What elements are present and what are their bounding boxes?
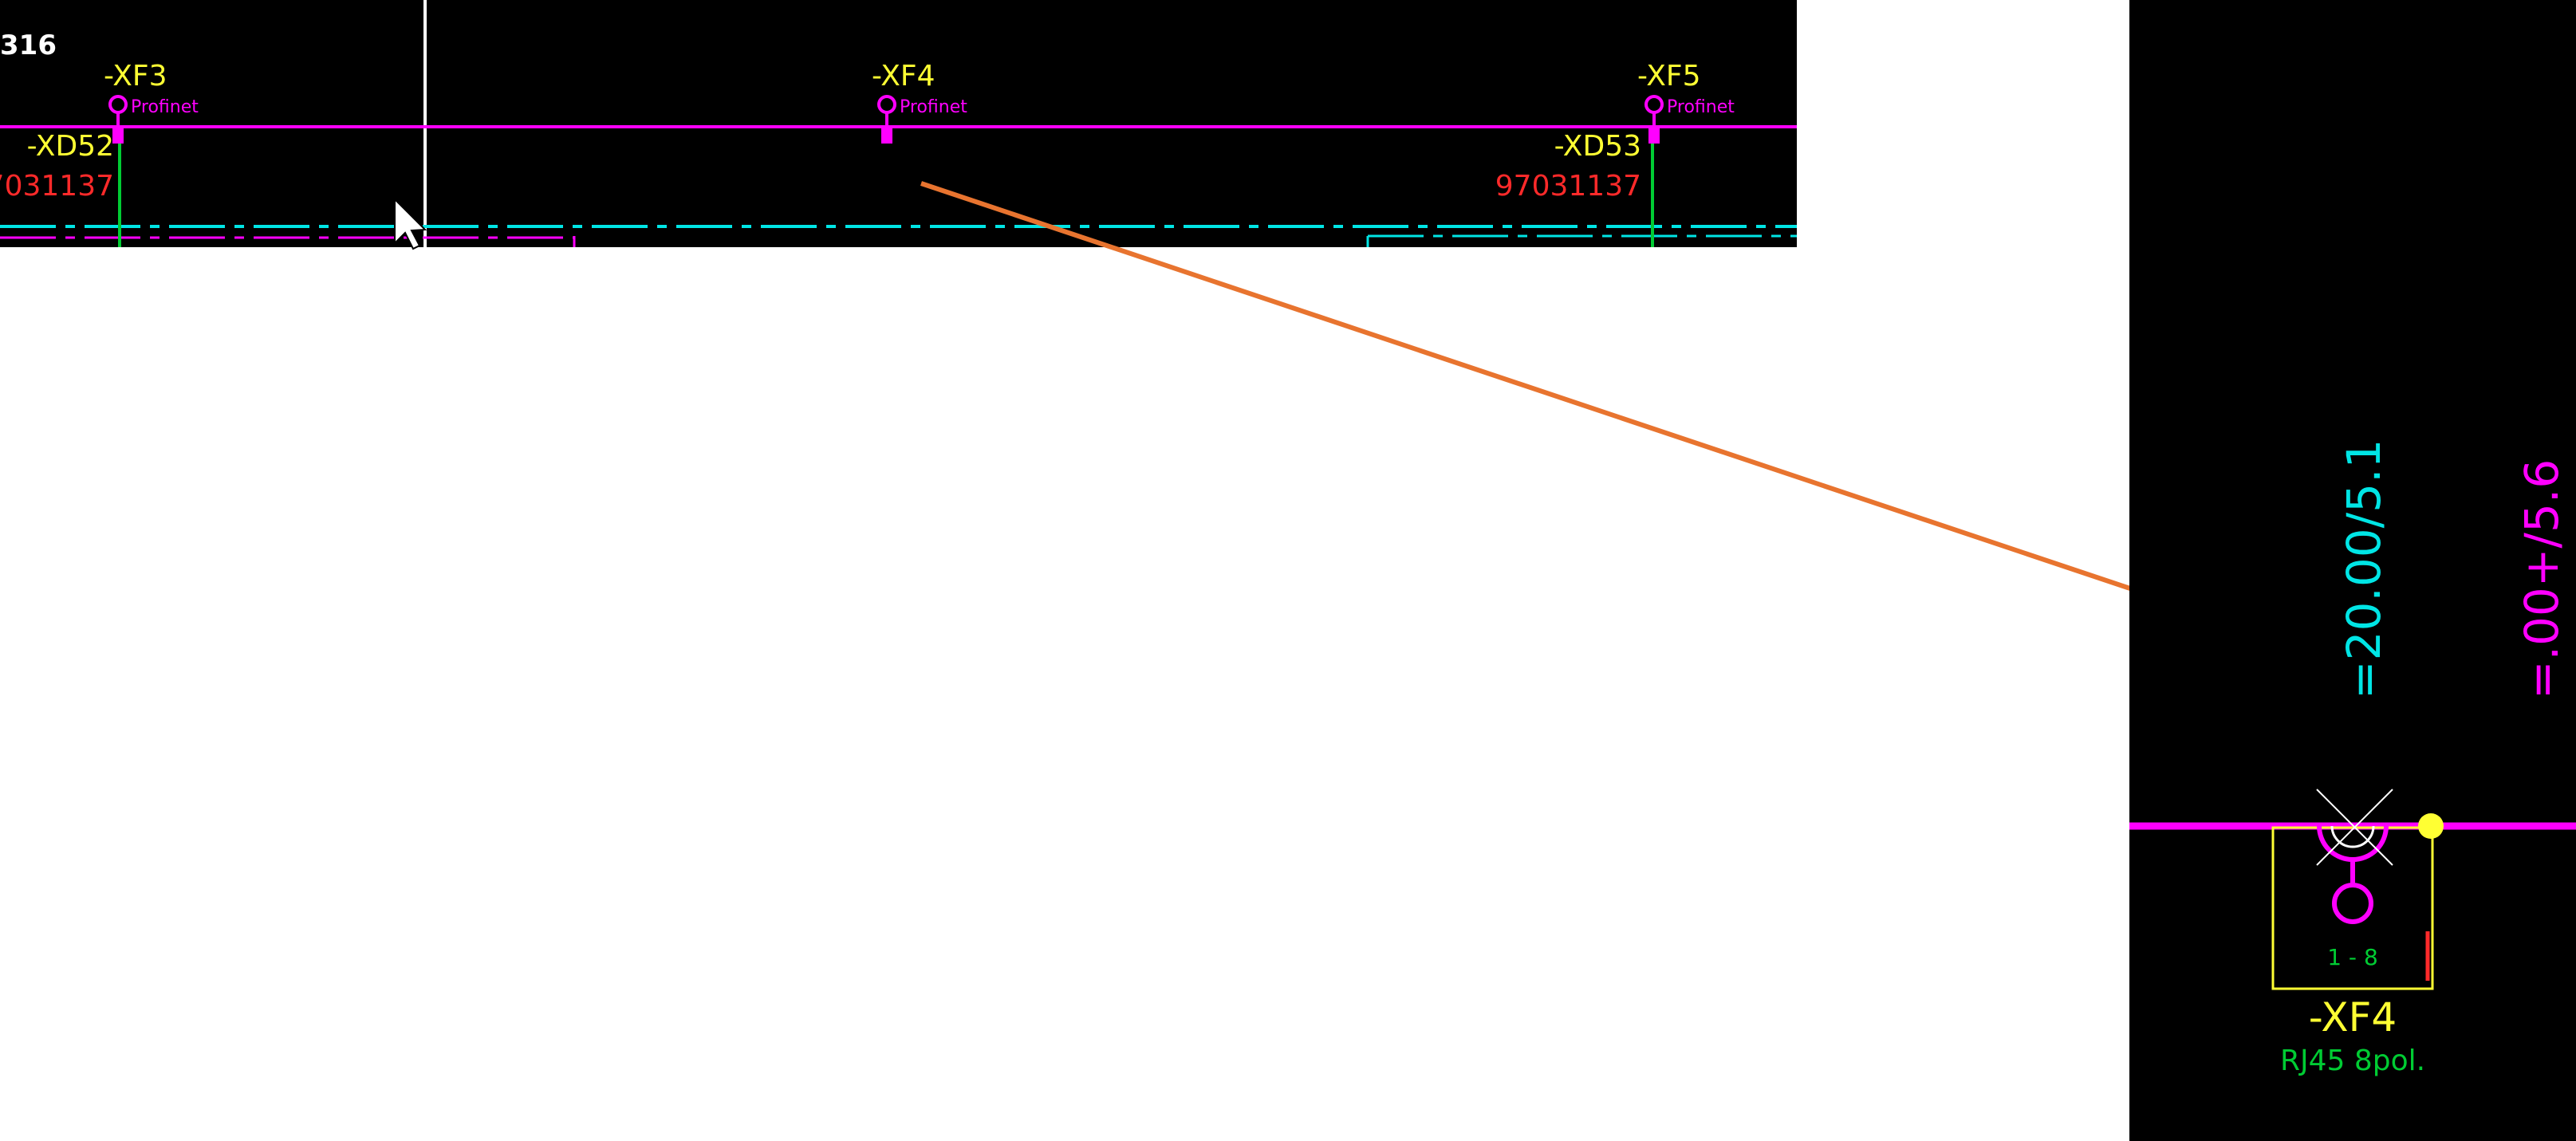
detail-background xyxy=(2129,0,2576,1141)
highlight-cross-icon xyxy=(2316,789,2393,866)
device-box-xf4[interactable] xyxy=(2271,826,2434,990)
overview-panel: 316 -XF3 Profinet -XD52 97031137 -XF4 xyxy=(0,0,1797,250)
cross-reference-cyan[interactable]: =20.00/5.1 xyxy=(2337,439,2391,699)
corner-label: 316 xyxy=(0,30,57,61)
device-xd53-part: 97031137 xyxy=(1495,170,1641,203)
connector-xf4[interactable]: -XF4 Profinet xyxy=(872,60,967,144)
device-xd52-tag: -XD52 xyxy=(27,130,114,163)
connector-xf4-tag: -XF4 xyxy=(872,60,935,92)
connector-xf5-tap xyxy=(1648,128,1660,144)
connector-xf3-tag: -XF3 xyxy=(104,60,167,92)
callout-arrow xyxy=(920,181,2286,643)
device-description-label: RJ45 8pol. xyxy=(2280,1045,2425,1077)
connector-xf3-tap xyxy=(112,128,124,144)
callout-arrow-line xyxy=(920,181,2255,632)
connector-xf5-tag: -XF5 xyxy=(1637,60,1700,92)
detail-panel: =20.00/5.1 =.00+/5.6 1 - 8 -XF4 RJ45 8po… xyxy=(2129,0,2576,1141)
device-xd52-part: 97031137 xyxy=(0,170,114,203)
connector-xf3[interactable]: -XF3 Profinet xyxy=(104,60,199,144)
connector-xf4-tap xyxy=(881,128,892,144)
mouse-cursor-icon xyxy=(394,197,427,250)
device-xd53-tag: -XD53 xyxy=(1554,130,1641,163)
device-tag-label: -XF4 xyxy=(2309,994,2397,1041)
cross-reference-magenta[interactable]: =.00+/5.6 xyxy=(2515,459,2569,699)
connector-xf3-sub: Profinet xyxy=(131,97,199,117)
connector-xf5[interactable]: -XF5 Profinet xyxy=(1637,60,1735,144)
overview-background xyxy=(0,0,1797,247)
device-xd53[interactable]: -XD53 97031137 xyxy=(1495,130,1654,247)
connector-xf5-sub: Profinet xyxy=(1667,97,1735,117)
connector-xf4-sub: Profinet xyxy=(900,97,967,117)
rj45-symbol-icon xyxy=(2317,825,2389,924)
device-xd52[interactable]: -XD52 97031137 xyxy=(0,130,121,247)
junction-dot xyxy=(2418,813,2444,839)
pin-range-label: 1 - 8 xyxy=(2327,944,2378,970)
